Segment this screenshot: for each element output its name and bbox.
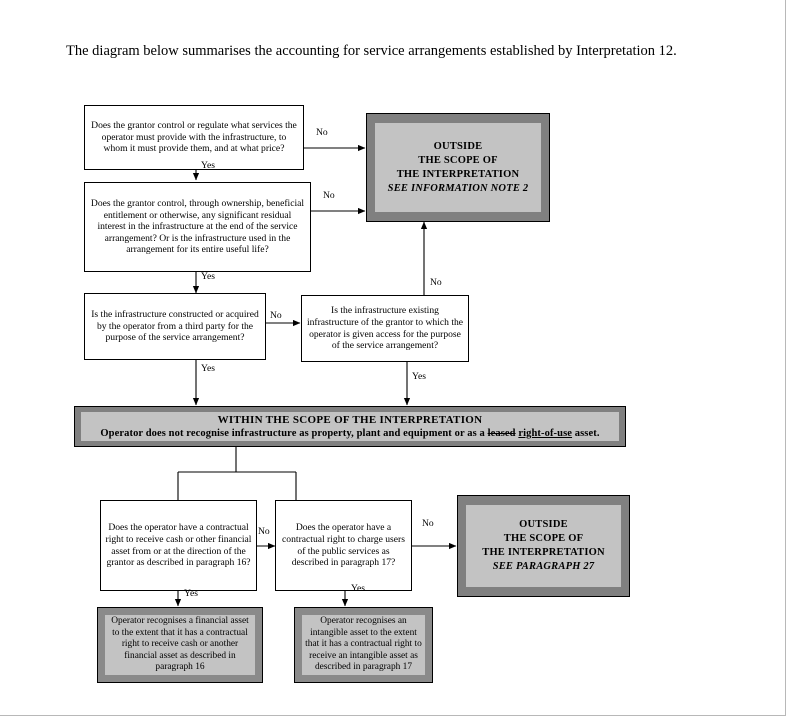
edge-label-q5-yes: Yes (184, 588, 198, 599)
within-panel: WITHIN THE SCOPE OF THE INTERPRETATION O… (81, 412, 619, 441)
outcome-text: OUTSIDE THE SCOPE OF THE INTERPRETATION … (482, 518, 605, 574)
outcome-line-2: THE SCOPE OF (418, 154, 498, 166)
edge-label-q6-no: No (422, 518, 434, 529)
decision-box-right-to-charge-users[interactable]: Does the operator have a contractual rig… (275, 500, 412, 591)
decision-box-grantor-control-services[interactable]: Does the grantor control or regulate wha… (84, 105, 304, 170)
edge-label-q3-yes: Yes (201, 363, 215, 374)
within-line-2: Operator does not recognise infrastructu… (100, 427, 599, 441)
outcome-outside-scope-note2: OUTSIDE THE SCOPE OF THE INTERPRETATION … (366, 113, 550, 222)
decision-text: Does the operator have a contractual rig… (105, 522, 252, 569)
outcome-line-1: OUTSIDE (519, 519, 568, 530)
outcome-line-4: SEE PARAGRAPH 27 (492, 561, 595, 572)
edge-label-q4-yes: Yes (412, 371, 426, 382)
edge-label-q5-no: No (258, 526, 270, 537)
intro-paragraph: The diagram below summarises the account… (66, 43, 677, 59)
outcome-text: OUTSIDE THE SCOPE OF THE INTERPRETATION … (388, 140, 529, 196)
outcome-line-2: THE SCOPE OF (503, 533, 584, 544)
decision-text: Does the operator have a contractual rig… (282, 522, 405, 569)
within-line2-underline: right-of-use (518, 427, 573, 439)
decision-text: Does the grantor control or regulate wha… (91, 120, 297, 155)
outcome-panel: OUTSIDE THE SCOPE OF THE INTERPRETATION … (375, 123, 541, 212)
edge-label-q2-yes: Yes (201, 271, 215, 282)
outcome-line-3: THE INTERPRETATION (396, 168, 520, 180)
outcome-panel: OUTSIDE THE SCOPE OF THE INTERPRETATION … (466, 505, 621, 587)
decision-text: Is the infrastructure existing infrastru… (306, 305, 464, 352)
within-line2-part2: asset. (572, 427, 600, 439)
within-line2-strikethrough: leased (487, 427, 516, 439)
result-text: Operator recognises an intangible asset … (305, 616, 422, 673)
outcome-line-3: THE INTERPRETATION (482, 547, 605, 558)
edge-label-q1-no: No (316, 127, 328, 138)
result-text: Operator recognises a financial asset to… (111, 616, 249, 673)
decision-box-infrastructure-constructed[interactable]: Is the infrastructure constructed or acq… (84, 293, 266, 360)
decision-box-residual-interest[interactable]: Does the grantor control, through owners… (84, 182, 311, 272)
outcome-line-4: SEE INFORMATION NOTE 2 (387, 182, 529, 194)
edge-label-q2-no: No (323, 190, 335, 201)
result-intangible-asset: Operator recognises an intangible asset … (294, 607, 433, 683)
result-financial-asset: Operator recognises a financial asset to… (97, 607, 263, 683)
outcome-line-1: OUTSIDE (433, 140, 483, 152)
edge-label-q3-no: No (270, 310, 282, 321)
within-line-1: WITHIN THE SCOPE OF THE INTERPRETATION (217, 413, 483, 426)
decision-text: Is the infrastructure constructed or acq… (91, 309, 259, 344)
edge-label-q1-yes: Yes (201, 160, 215, 171)
decision-text: Does the grantor control, through owners… (90, 198, 305, 256)
decision-box-right-to-receive-cash[interactable]: Does the operator have a contractual rig… (100, 500, 257, 591)
edge-label-q6-yes: Yes (351, 583, 365, 594)
decision-box-existing-infrastructure[interactable]: Is the infrastructure existing infrastru… (301, 295, 469, 362)
result-panel: Operator recognises a financial asset to… (105, 615, 255, 675)
result-panel: Operator recognises an intangible asset … (302, 615, 425, 675)
edge-label-q4-no: No (430, 277, 442, 288)
within-line2-part1: Operator does not recognise infrastructu… (100, 427, 488, 439)
outcome-within-scope-band: WITHIN THE SCOPE OF THE INTERPRETATION O… (74, 406, 626, 447)
outcome-outside-scope-para27: OUTSIDE THE SCOPE OF THE INTERPRETATION … (457, 495, 630, 597)
